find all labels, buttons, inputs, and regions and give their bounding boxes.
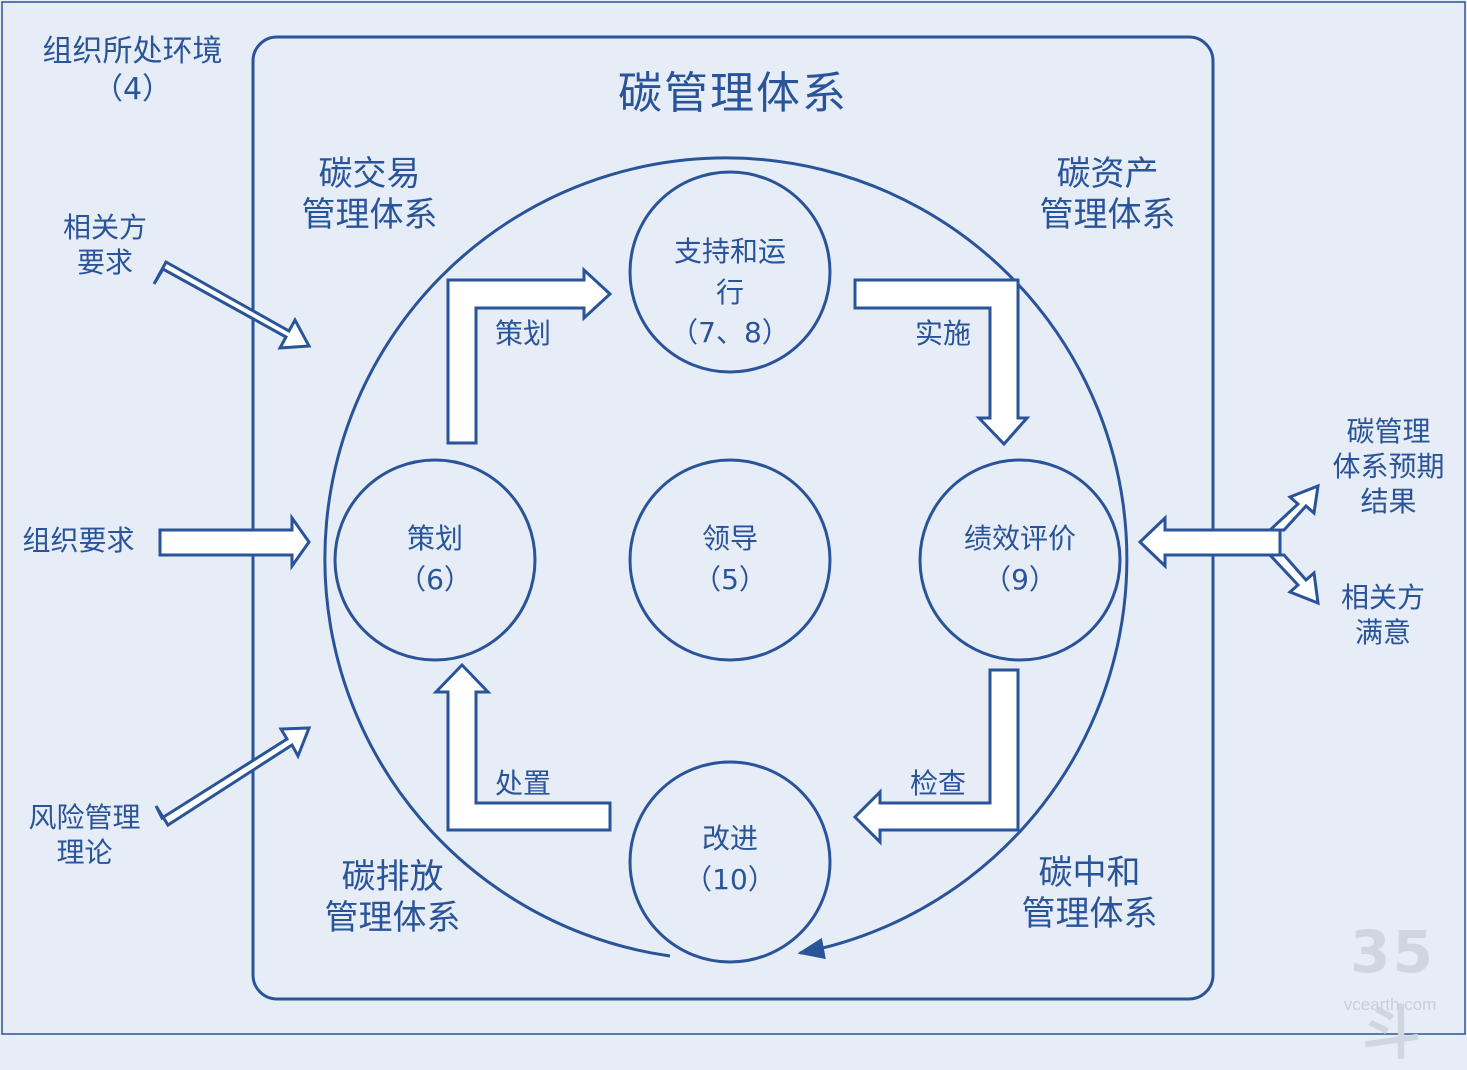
output-expected-line3: 结果 [1360, 485, 1417, 518]
input-stakeholder-label: 相关方 要求 [40, 210, 170, 280]
node-support-line1: 支持和运 [673, 235, 786, 268]
arrow-input-org [158, 513, 311, 571]
node-lead-label: 领导 （5） [640, 519, 820, 600]
quadrant-emission-line1: 碳排放 [341, 857, 444, 897]
arrow-output-satisfaction [1266, 553, 1320, 606]
flow-act-label: 处置 [494, 767, 551, 800]
environment-line1: 组织所处环境 [42, 34, 223, 69]
node-improve-label: 改进 （10） [640, 819, 820, 900]
node-improve-line2: （10） [684, 862, 776, 896]
node-eval-line2: （9） [983, 562, 1057, 596]
environment-line2: （4） [92, 71, 173, 107]
node-eval-line1: 绩效评价 [963, 522, 1076, 555]
output-satisfaction-line1: 相关方 [1340, 581, 1425, 614]
quadrant-trade-line2: 管理体系 [301, 194, 438, 235]
watermark-url: vcearth.com [1343, 995, 1437, 1014]
node-eval-circle [918, 458, 1122, 662]
node-improve-line1: 改进 [701, 822, 758, 855]
arrow-input-risk [154, 726, 312, 828]
quadrant-neutral: 碳中和 管理体系 [982, 853, 1197, 935]
quadrant-trade-line1: 碳交易 [318, 154, 421, 194]
cycle-arc [323, 156, 1129, 960]
diagram-graphics [1, 1, 1466, 1035]
system-box [251, 35, 1215, 1001]
input-org-label: 组织要求 [22, 524, 135, 557]
node-support-circle [628, 170, 832, 374]
quadrant-asset-line1: 碳资产 [1056, 154, 1159, 194]
node-support-line3: （7、8） [670, 316, 790, 350]
arrow-eval-output [1137, 514, 1282, 570]
node-eval-label: 绩效评价 （9） [930, 519, 1110, 600]
output-expected-line1: 碳管理 [1346, 415, 1431, 448]
input-risk-label: 风险管理 理论 [12, 800, 157, 870]
quadrant-asset: 碳资产 管理体系 [1000, 154, 1215, 236]
arrow-output-expected [1266, 483, 1320, 532]
output-expected-label: 碳管理 体系预期 结果 [1316, 414, 1461, 519]
input-risk-line2: 理论 [56, 836, 113, 869]
input-risk-line1: 风险管理 [28, 801, 141, 834]
node-plan-circle [333, 458, 537, 662]
output-satisfaction-label: 相关方 满意 [1318, 580, 1448, 650]
flow-plan-label: 策划 [494, 317, 551, 350]
title-text: 碳管理体系 [618, 68, 848, 119]
quadrant-emission-line2: 管理体系 [324, 897, 461, 938]
environment-label: 组织所处环境 （4） [20, 33, 245, 108]
arrow-eval-to-improve [852, 668, 1020, 846]
output-satisfaction-line2: 满意 [1354, 616, 1411, 649]
node-improve-circle [628, 760, 832, 964]
arrow-support-to-eval [853, 278, 1031, 447]
quadrant-neutral-line1: 碳中和 [1038, 853, 1141, 893]
quadrant-asset-line2: 管理体系 [1039, 194, 1176, 235]
node-plan-line1: 策划 [406, 522, 463, 555]
quadrant-neutral-line2: 管理体系 [1021, 893, 1158, 934]
diagram-title: 碳管理体系 [573, 66, 893, 121]
node-support-line2: 行 [715, 275, 744, 309]
node-plan-line2: （6） [398, 562, 472, 596]
output-expected-line2: 体系预期 [1332, 450, 1445, 483]
node-plan-label: 策划 （6） [345, 519, 525, 600]
node-lead-line1: 领导 [701, 522, 758, 555]
flow-implement-label: 实施 [914, 317, 971, 350]
node-lead-circle [628, 458, 832, 662]
flow-check-label: 检查 [909, 767, 966, 800]
quadrant-trade: 碳交易 管理体系 [262, 154, 477, 236]
arrow-plan-to-support [446, 266, 613, 445]
outer-frame [1, 1, 1466, 1035]
arrow-input-stakeholder [152, 259, 312, 350]
input-stakeholder-line1: 相关方 [62, 211, 147, 244]
watermark-logo: 35斗 [1350, 918, 1435, 1067]
quadrant-emission: 碳排放 管理体系 [285, 857, 500, 939]
node-support-label: 支持和运 行 （7、8） [640, 232, 820, 354]
arrow-improve-to-plan [432, 662, 612, 832]
node-lead-line2: （5） [693, 562, 767, 596]
input-stakeholder-line2: 要求 [76, 246, 133, 279]
